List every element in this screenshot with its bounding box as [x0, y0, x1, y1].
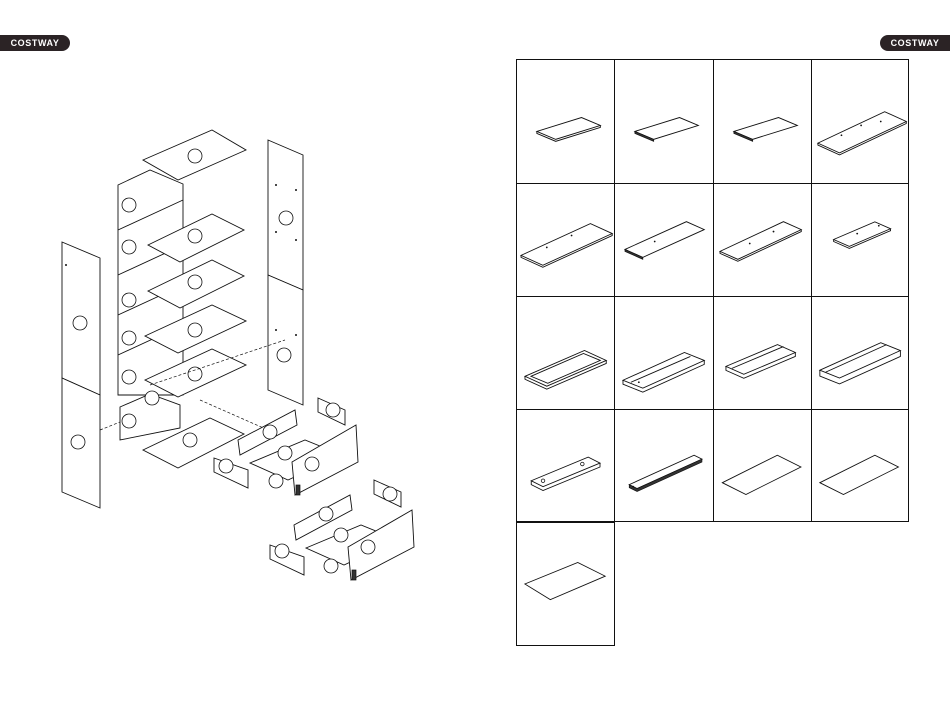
left-side-panel — [62, 242, 100, 508]
part-illustration — [812, 184, 908, 296]
base-panel — [120, 391, 244, 468]
part-illustration — [812, 60, 908, 183]
part-illustration — [517, 523, 614, 645]
part-cell-16 — [811, 409, 909, 522]
part-cell-4 — [811, 59, 909, 183]
part-illustration — [812, 410, 908, 521]
part-cell-8 — [811, 183, 909, 296]
part-illustration — [714, 184, 811, 296]
brand-label: COSTWAY — [11, 38, 60, 48]
brand-label: COSTWAY — [891, 38, 940, 48]
part-cell-9 — [516, 296, 614, 409]
drawer-lower — [270, 480, 414, 580]
part-illustration — [517, 410, 614, 521]
part-cell-10 — [614, 296, 712, 409]
part-illustration — [615, 410, 712, 521]
part-cell-13 — [516, 409, 614, 522]
part-cell-11 — [713, 296, 811, 409]
part-cell-6 — [614, 183, 712, 296]
part-cell-17 — [516, 522, 615, 646]
part-cell-15 — [713, 409, 811, 522]
part-illustration — [615, 297, 712, 409]
part-illustration — [714, 410, 811, 521]
part-illustration — [615, 184, 712, 296]
drawer-upper — [214, 398, 358, 495]
exploded-assembly-diagram — [0, 60, 440, 600]
part-cell-14 — [614, 409, 712, 522]
brand-badge-right: COSTWAY — [880, 35, 950, 51]
part-illustration — [714, 297, 811, 409]
part-cell-12 — [811, 296, 909, 409]
part-illustration — [517, 60, 614, 183]
part-illustration — [517, 297, 614, 409]
part-illustration — [517, 184, 614, 296]
part-cell-7 — [713, 183, 811, 296]
brand-badge-left: COSTWAY — [0, 35, 70, 51]
right-side-panel — [268, 140, 303, 405]
part-illustration — [812, 297, 908, 409]
part-illustration — [615, 60, 712, 183]
part-illustration — [714, 60, 811, 183]
part-cell-5 — [516, 183, 614, 296]
part-cell-3 — [713, 59, 811, 183]
part-cell-2 — [614, 59, 712, 183]
part-cell-1 — [516, 59, 614, 183]
top-panel — [143, 130, 246, 180]
parts-grid — [516, 59, 909, 522]
